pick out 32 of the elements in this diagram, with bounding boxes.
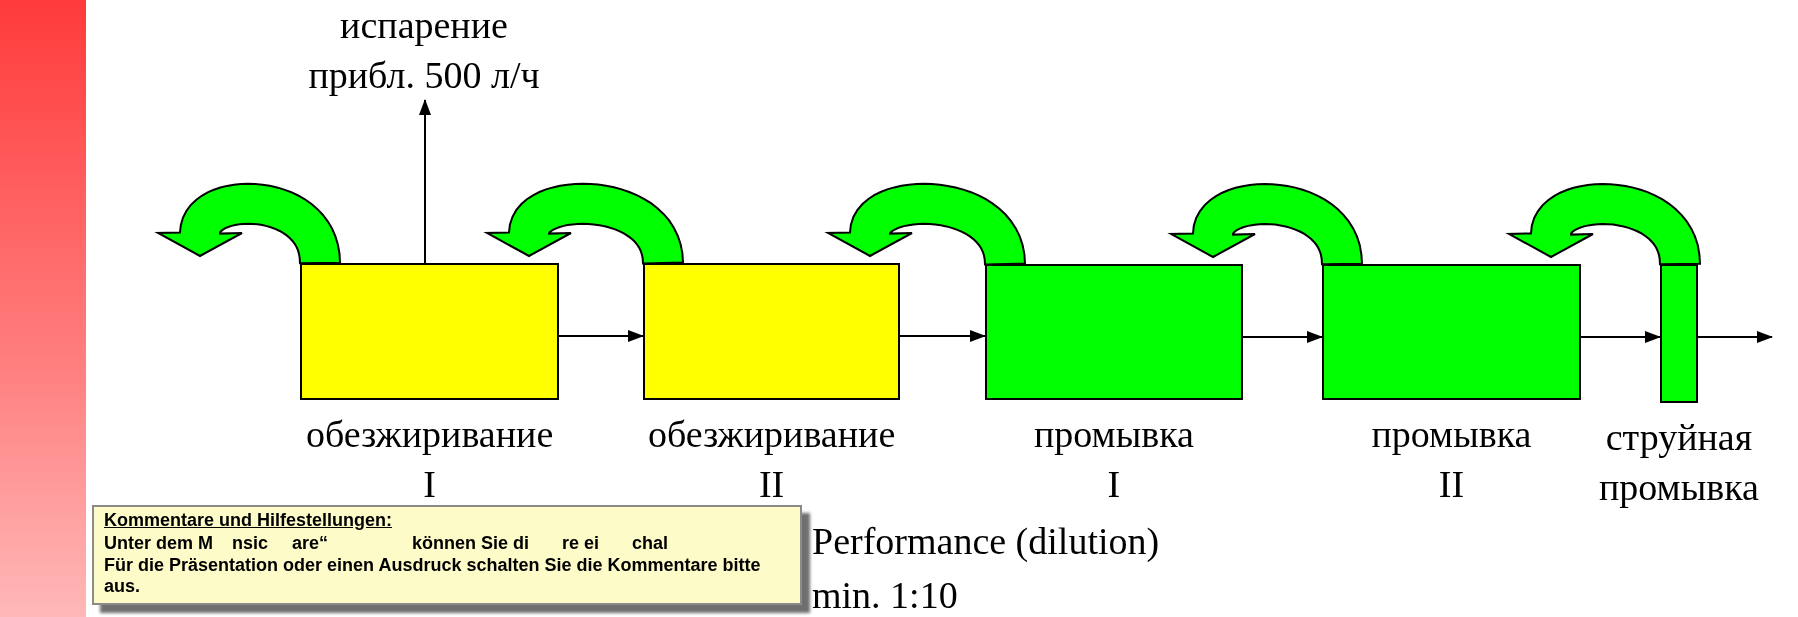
comment-text: nsic	[232, 533, 269, 554]
arrow	[419, 99, 431, 264]
comment-heading: Kommentare und Hilfestellungen:	[104, 510, 393, 531]
comment-text: re ei	[562, 533, 600, 554]
side-bar	[0, 0, 86, 617]
curved-arrow	[824, 182, 1027, 266]
arrow	[1697, 331, 1773, 343]
arrow	[558, 330, 644, 342]
comment-text: Unter dem M	[104, 533, 213, 554]
curved-arrow	[1167, 183, 1364, 266]
comment-text: können Sie di	[412, 533, 530, 554]
curved-arrow	[1505, 183, 1702, 266]
arrow	[899, 330, 986, 342]
process-box	[1322, 264, 1581, 400]
process-box	[643, 263, 900, 400]
stage-label: промывка I	[1034, 412, 1194, 507]
stage-label: промывка II	[1371, 412, 1532, 507]
arrow	[1242, 331, 1323, 343]
performance-note: Performance (dilution) min. 1:10	[812, 519, 1161, 617]
stage-label: обезжиривание I	[306, 412, 554, 507]
comment-text: are“	[292, 533, 329, 554]
curved-arrow	[483, 182, 685, 265]
process-box	[1660, 264, 1698, 403]
process-box	[300, 263, 559, 400]
stage-label: обезжиривание II	[648, 412, 896, 507]
arrow	[1580, 331, 1661, 343]
comment-text: chal	[632, 533, 669, 554]
text-label: испарение прибл. 500 л/ч	[289, 0, 559, 100]
curved-arrow	[154, 182, 342, 265]
process-box	[985, 264, 1243, 400]
comment-text: Für die Präsentation oder einen Ausdruck schalten Sie die Kommentare bitte aus.	[104, 555, 762, 597]
stage-label: струйная промывка	[1599, 415, 1759, 510]
